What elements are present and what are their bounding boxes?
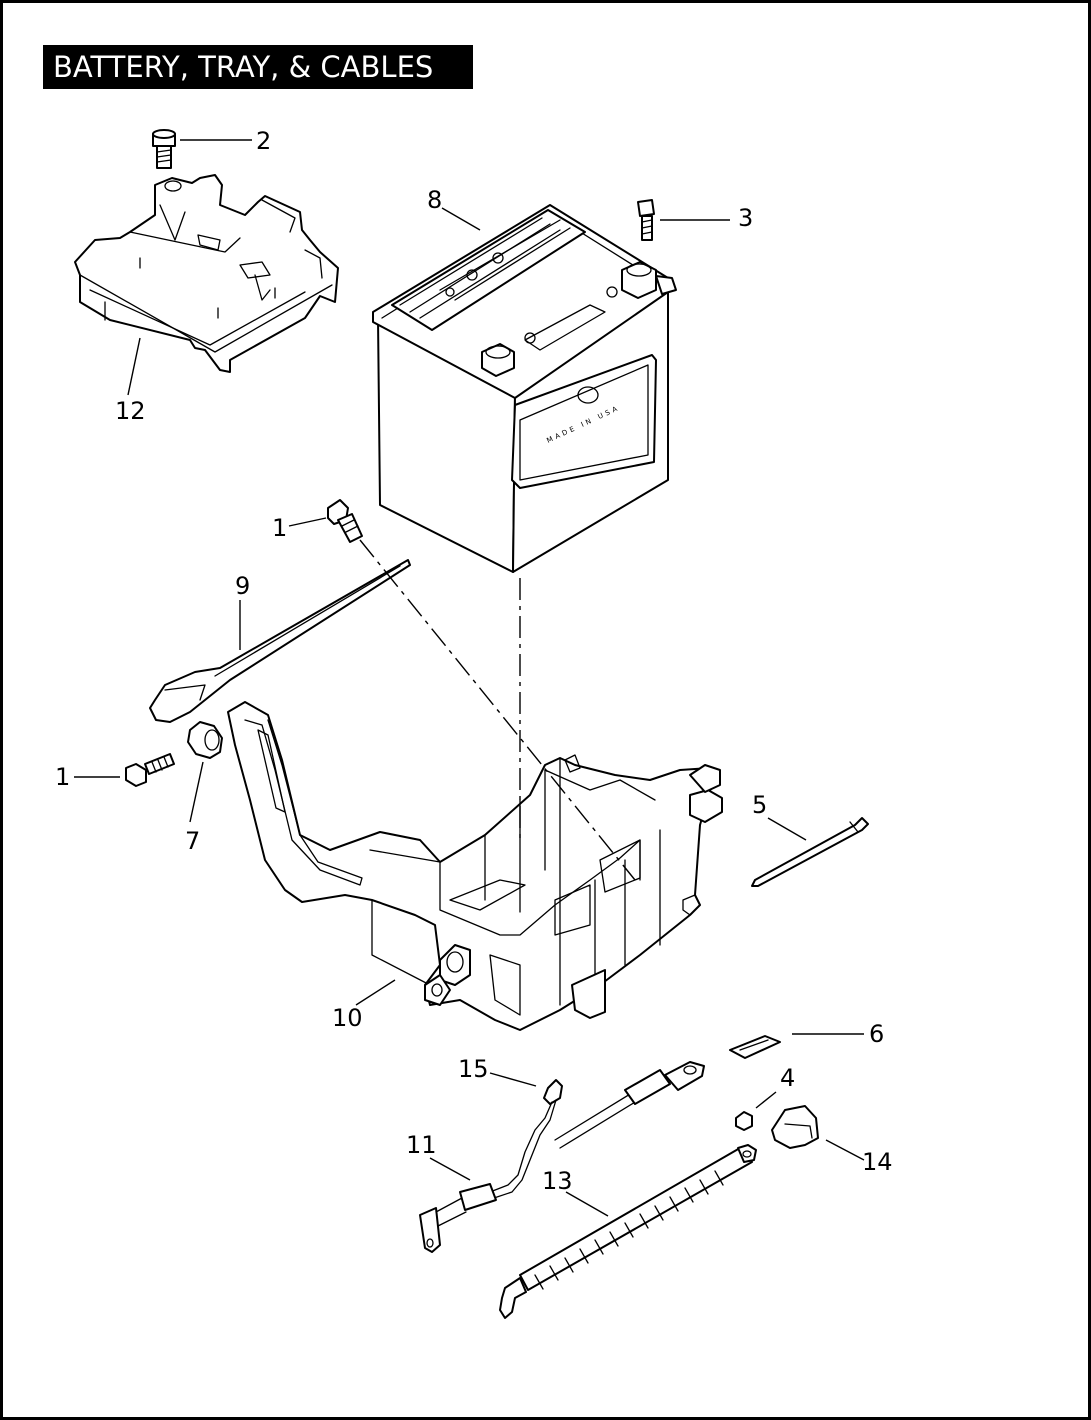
callout-8: 8 <box>427 186 442 214</box>
callout-11: 11 <box>406 1131 437 1159</box>
part-1-bolt-lower <box>125 753 175 787</box>
callout-5: 5 <box>752 791 767 819</box>
callout-4: 4 <box>780 1064 795 1092</box>
leader-lines <box>74 139 865 1217</box>
callout-13: 13 <box>542 1167 573 1195</box>
part-14-terminal-cover <box>771 1105 819 1149</box>
assembly-line-bolt <box>359 539 636 881</box>
callout-1-left: 1 <box>55 763 70 791</box>
callout-10: 10 <box>332 1004 363 1032</box>
part-13-braided-cable <box>499 1144 757 1319</box>
part-3-bolt <box>637 199 655 241</box>
part-4-nut <box>735 1111 753 1131</box>
callout-1-top: 1 <box>272 514 287 542</box>
part-7-spacer <box>187 721 223 759</box>
part-11-positive-cable <box>419 1061 705 1253</box>
part-5-cable-tie <box>751 817 869 887</box>
part-6-label <box>729 1035 781 1059</box>
callout-9: 9 <box>235 572 250 600</box>
callout-7: 7 <box>185 827 200 855</box>
part-1-bolt-upper <box>327 499 363 543</box>
part-12-battery-hold-down <box>74 174 339 373</box>
part-9-strap <box>149 559 411 723</box>
part-15-ground-cable <box>459 1079 563 1211</box>
callout-15: 15 <box>458 1055 489 1083</box>
callout-3: 3 <box>738 204 753 232</box>
callout-6: 6 <box>869 1020 884 1048</box>
callout-14: 14 <box>862 1148 893 1176</box>
callout-2: 2 <box>256 127 271 155</box>
part-10-battery-tray <box>227 701 723 1031</box>
callout-12: 12 <box>115 397 146 425</box>
part-2-screw <box>152 129 176 169</box>
diagram-title: BATTERY, TRAY, & CABLES <box>43 45 473 89</box>
part-8-battery: MADE IN USA <box>372 204 677 573</box>
